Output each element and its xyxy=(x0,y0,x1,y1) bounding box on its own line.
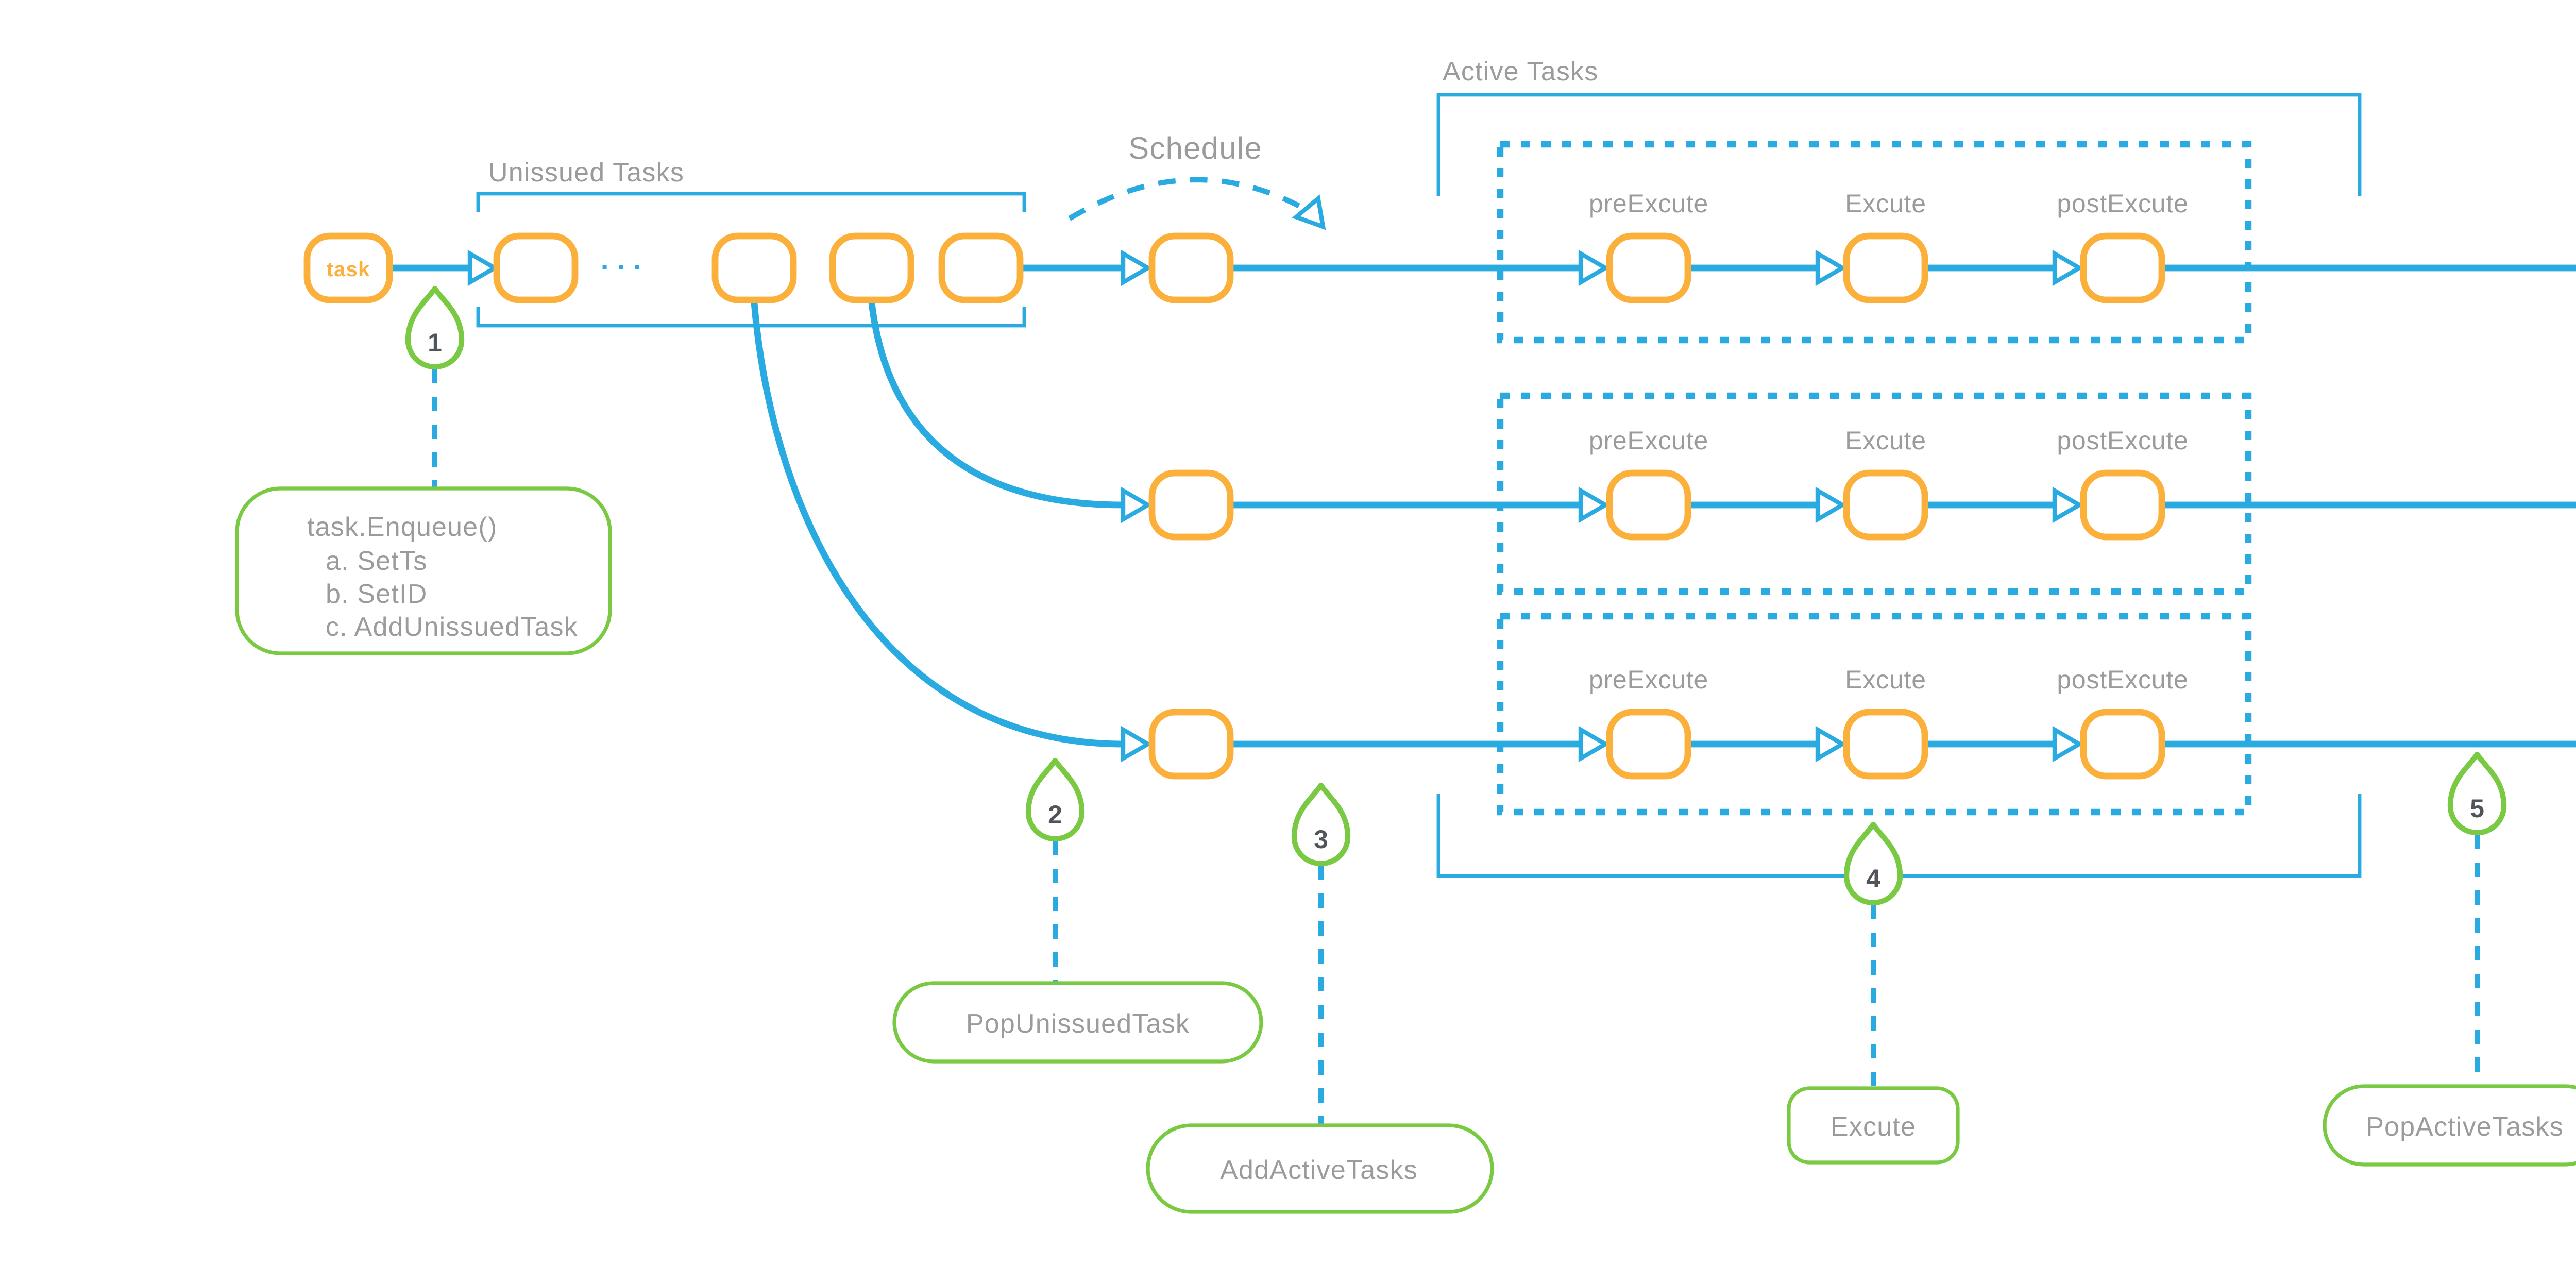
annotation-1-title: task.Enqueue() xyxy=(307,512,497,542)
marker-5-number: 5 xyxy=(2470,794,2484,823)
active-task-box-row-1 xyxy=(1497,141,2252,344)
annotation-box-2: PopUnissuedTask xyxy=(892,981,1263,1064)
row-1-postexcute-label: postExcute xyxy=(2057,189,2188,218)
row-2-postexcute-node xyxy=(2080,469,2165,541)
row-1-excute-node xyxy=(1843,232,1928,303)
row-3-excute-label: Excute xyxy=(1845,665,1926,694)
queue-node-4 xyxy=(938,232,1024,303)
schedule-arrowhead-icon xyxy=(1292,194,1326,230)
row-2-preexcute-label: preExcute xyxy=(1589,426,1708,455)
arrowhead-row-3-ex-icon xyxy=(1815,726,1847,763)
curve-pop-to-row-3 xyxy=(751,299,1127,748)
annotation-box-5: PopActiveTasks xyxy=(2323,1084,2576,1167)
arrowhead-row-1-pre-icon xyxy=(1578,249,1610,286)
row-2-postexcute-label: postExcute xyxy=(2057,426,2188,455)
row-3-excute-node xyxy=(1843,709,1928,780)
queue-node-1 xyxy=(493,232,579,303)
row-3-preexcute-node xyxy=(1606,709,1691,780)
row-3-postexcute-node xyxy=(2080,709,2165,780)
marker-3-number: 3 xyxy=(1314,825,1328,854)
row-1-preexcute-node xyxy=(1606,232,1691,303)
active-tasks-bracket-top xyxy=(1436,93,2362,196)
marker-2-pin: 2 xyxy=(1025,757,1085,842)
row-2-preexcute-node xyxy=(1606,469,1691,541)
unissued-tasks-label: Unissued Tasks xyxy=(488,158,684,188)
queue-node-2 xyxy=(711,232,797,303)
unissued-tasks-bracket-top xyxy=(476,192,1026,212)
marker-4-number: 4 xyxy=(1866,864,1880,893)
arrowhead-row-2-post-icon xyxy=(2052,486,2084,524)
row-2-excute-label: Excute xyxy=(1845,426,1926,455)
curve-pop-to-row-2 xyxy=(868,299,1127,509)
marker-2-number: 2 xyxy=(1048,800,1062,829)
annotation-2-text: PopUnissuedTask xyxy=(966,1009,1190,1039)
annotation-4-text: Excute xyxy=(1831,1112,1916,1142)
marker-1-pin: 1 xyxy=(405,285,465,370)
arrowhead-row-1-post-icon xyxy=(2052,249,2084,286)
active-task-box-row-2 xyxy=(1497,392,2252,595)
row-2-start-node xyxy=(1148,469,1234,541)
queue-node-3 xyxy=(829,232,914,303)
arrowhead-row-3-post-icon xyxy=(2052,726,2084,763)
row-1-excute-label: Excute xyxy=(1845,189,1926,218)
marker-5-pin: 5 xyxy=(2447,751,2507,836)
row-3-postexcute-label: postExcute xyxy=(2057,665,2188,694)
row-3-start-node xyxy=(1148,709,1234,780)
active-task-box-row-3 xyxy=(1497,613,2252,816)
schedule-dashed-arc xyxy=(1068,177,1312,221)
annotation-1-item-a: a. SetTs xyxy=(326,546,427,576)
row-1-preexcute-label: preExcute xyxy=(1589,189,1708,218)
row-1-postexcute-node xyxy=(2080,232,2165,303)
arrowhead-row-2-icon xyxy=(1121,486,1153,524)
row-3-preexcute-label: preExcute xyxy=(1589,665,1708,694)
annotation-box-1: task.Enqueue() a. SetTs b. SetID c. AddU… xyxy=(235,486,612,655)
task-node-label: task xyxy=(327,258,370,281)
annotation-box-3: AddActiveTasks xyxy=(1146,1123,1494,1214)
annotation-1-item-c: c. AddUnissuedTask xyxy=(326,612,578,642)
arrowhead-row-3-icon xyxy=(1121,726,1153,763)
arrowhead-row-3-pre-icon xyxy=(1578,726,1610,763)
annotation-5-text: PopActiveTasks xyxy=(2366,1112,2564,1142)
annotation-1-item-b: b. SetID xyxy=(326,579,427,609)
active-tasks-label: Active Tasks xyxy=(1443,57,1598,87)
annotation-box-4: Excute xyxy=(1787,1086,1960,1165)
row-1-start-node xyxy=(1148,232,1234,303)
marker-4-pin: 4 xyxy=(1843,821,1903,906)
arrowhead-row-2-pre-icon xyxy=(1578,486,1610,524)
schedule-label: Schedule xyxy=(1128,131,1262,165)
arrowhead-queue-icon xyxy=(467,249,499,286)
arrowhead-row-1-ex-icon xyxy=(1815,249,1847,286)
marker-3-pin: 3 xyxy=(1291,782,1351,867)
unissued-tasks-bracket-bottom xyxy=(476,307,1026,328)
task-node xyxy=(303,232,393,303)
row-2-excute-node xyxy=(1843,469,1928,541)
marker-1-number: 1 xyxy=(428,328,442,357)
annotation-3-text: AddActiveTasks xyxy=(1220,1155,1418,1185)
arrowhead-row-2-ex-icon xyxy=(1815,486,1847,524)
queue-ellipsis: ▪▪▪ xyxy=(602,257,650,276)
arrowhead-schedule-icon xyxy=(1121,249,1153,286)
